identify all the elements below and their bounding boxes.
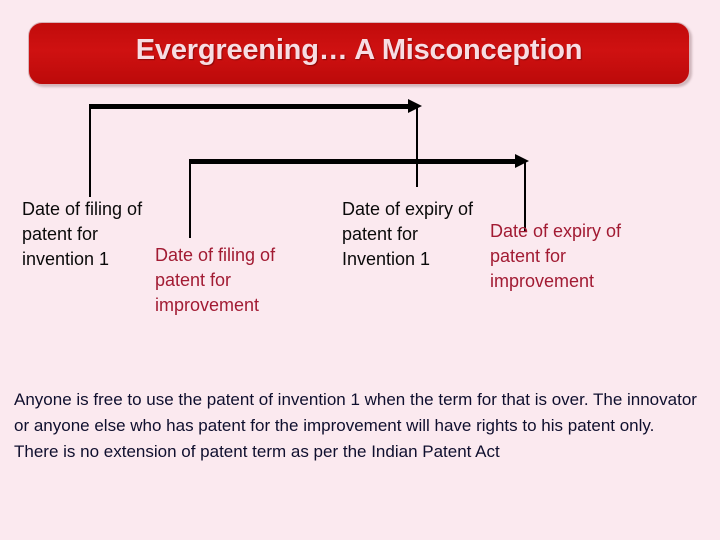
arrow1-horizontal-line [89, 104, 414, 109]
page-title: Evergreening… A Misconception [135, 34, 583, 66]
arrow2-arrowhead-icon [515, 154, 529, 168]
footnote-paragraph: Anyone is free to use the patent of inve… [14, 390, 697, 461]
arrow2-end-tick [524, 160, 526, 232]
label-date-of-filing-improvement: Date of filing of patent for improvement [155, 245, 276, 315]
title-banner: Evergreening… A Misconception [28, 22, 690, 85]
arrow1-end-tick [416, 105, 418, 187]
arrow1-arrowhead-icon [408, 99, 422, 113]
label-date-of-filing-invention-1: Date of filing of patent for invention 1 [22, 199, 143, 269]
arrow2-horizontal-line [189, 159, 521, 164]
label-date-of-expiry-improvement: Date of expiry of patent for improvement [490, 221, 622, 291]
label-date-of-expiry-invention-1: Date of expiry of patent for Invention 1 [342, 199, 474, 269]
arrow2-start-tick [189, 160, 191, 238]
arrow1-start-tick [89, 105, 91, 197]
